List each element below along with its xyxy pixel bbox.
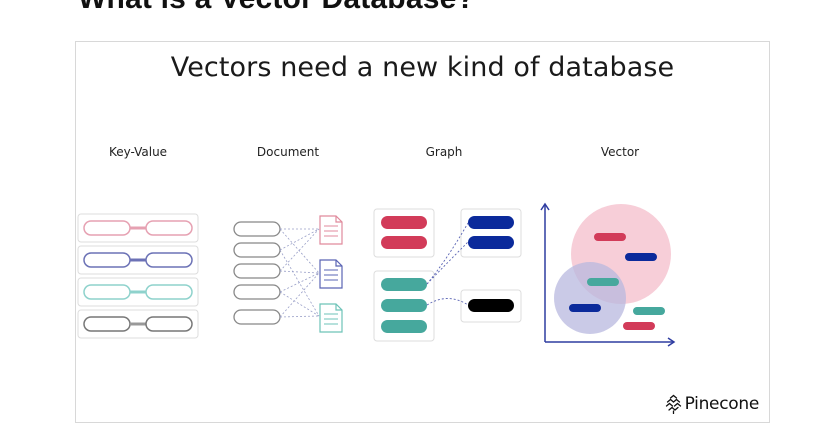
brand-name: Pinecone [684,394,760,414]
column-label-graph: Graph [425,145,463,159]
vector-point [569,304,601,312]
document-file-icon [319,303,343,333]
vector-point [633,307,665,315]
pinecone-brand: Pinecone [665,394,759,414]
slide-title: Vectors need a new kind of database [170,52,675,83]
vector-diagram [540,202,676,347]
database-types-diagram [77,202,676,347]
document-file-icon [319,259,343,289]
document-diagram [233,215,343,333]
vector-point [623,322,655,330]
vector-point [587,278,619,286]
document-links [279,228,320,318]
key-value-pair [77,213,199,243]
page-heading: What is a Vector Database? [78,0,475,16]
column-label-vector: Vector [600,145,640,159]
graph-diagram [373,208,522,342]
pinecone-logo-icon [665,394,681,414]
key-value-diagram [77,213,199,339]
slide: Vectors need a new kind of database Key-… [75,41,770,423]
key-value-pair [77,277,199,307]
column-label-document: Document [256,145,320,159]
column-label-key-value: Key-Value [108,145,168,159]
document-file-icon [319,215,343,245]
graph-edges [426,222,469,306]
vector-point [625,253,657,261]
vector-point [594,233,626,241]
key-value-pair [77,245,199,275]
document-keys [233,221,281,325]
key-value-pair [77,309,199,339]
